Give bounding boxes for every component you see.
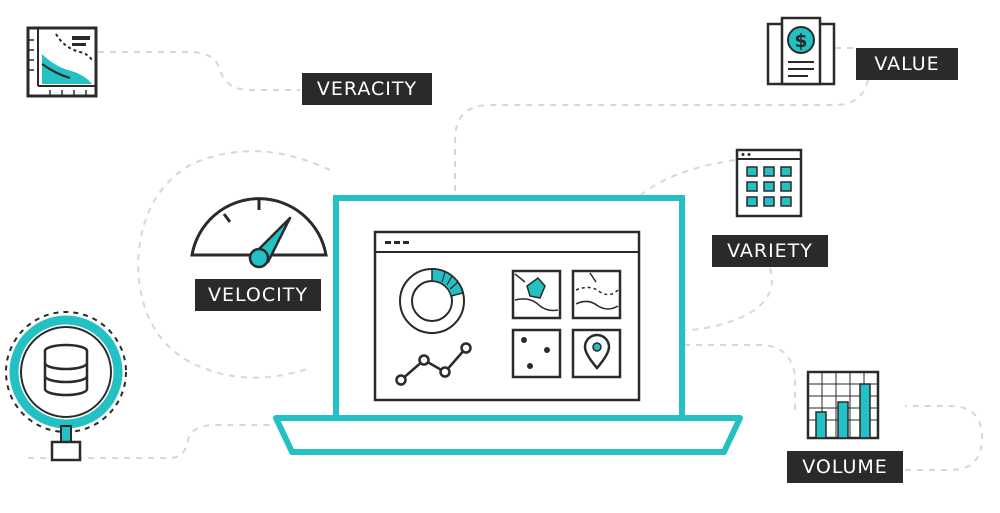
laptop-dashboard-icon	[273, 195, 743, 455]
donut-chart-icon	[399, 268, 465, 334]
dashed-connectors	[28, 47, 984, 471]
connector-value	[454, 47, 869, 196]
connector-variety-down	[683, 267, 773, 331]
speedometer-icon	[190, 197, 328, 269]
dollar-icon: $	[794, 30, 807, 52]
label-volume: VOLUME	[787, 451, 903, 483]
connector-veracity	[98, 51, 300, 91]
label-velocity: VELOCITY	[195, 279, 321, 311]
database-magnifier-icon	[5, 311, 127, 462]
map-tile-icon	[511, 269, 562, 320]
connector-volume-tail	[905, 405, 984, 471]
label-value: VALUE	[856, 48, 958, 80]
label-variety: VARIETY	[712, 235, 828, 267]
scatter-map-icon	[511, 328, 562, 379]
connector-volume	[684, 344, 796, 412]
connector-database	[28, 424, 272, 459]
location-pin-icon	[571, 328, 622, 379]
bar-chart-icon	[806, 370, 880, 440]
line-chart-icon	[395, 342, 472, 386]
map-survey-icon	[26, 26, 98, 98]
label-veracity: VERACITY	[302, 73, 432, 105]
dollar-document-icon: $	[766, 16, 836, 86]
calendar-grid-icon	[735, 148, 803, 218]
dashboard-window	[373, 230, 641, 402]
connector-variety-arc	[639, 159, 736, 197]
connector-velocity-circle	[136, 150, 331, 379]
route-map-icon	[571, 269, 622, 320]
